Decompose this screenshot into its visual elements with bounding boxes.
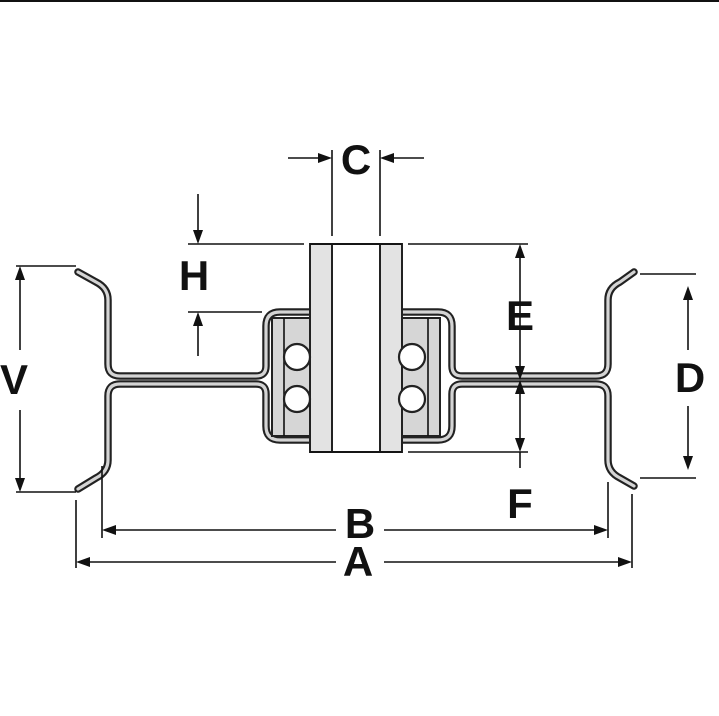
left-hub-sleeve <box>309 243 333 453</box>
dimension-lines <box>15 150 696 568</box>
ball-bearing-left-bottom <box>282 384 312 414</box>
wheel-body <box>74 243 638 493</box>
bore <box>331 243 381 453</box>
ball-bearing-left-top <box>282 342 312 372</box>
right-hub-sleeve <box>379 243 403 453</box>
ball-bearing-right-top <box>397 342 427 372</box>
label-a: A <box>343 538 373 585</box>
label-h: H <box>179 252 209 299</box>
label-b: B <box>345 500 375 547</box>
left-bearing-race <box>271 317 311 437</box>
right-bearing-race <box>401 317 441 437</box>
ball-bearing-right-bottom <box>397 384 427 414</box>
label-c: C <box>341 136 371 183</box>
label-v: V <box>0 356 28 403</box>
label-d: D <box>675 354 705 401</box>
label-f: F <box>507 480 533 527</box>
label-e: E <box>506 292 534 339</box>
